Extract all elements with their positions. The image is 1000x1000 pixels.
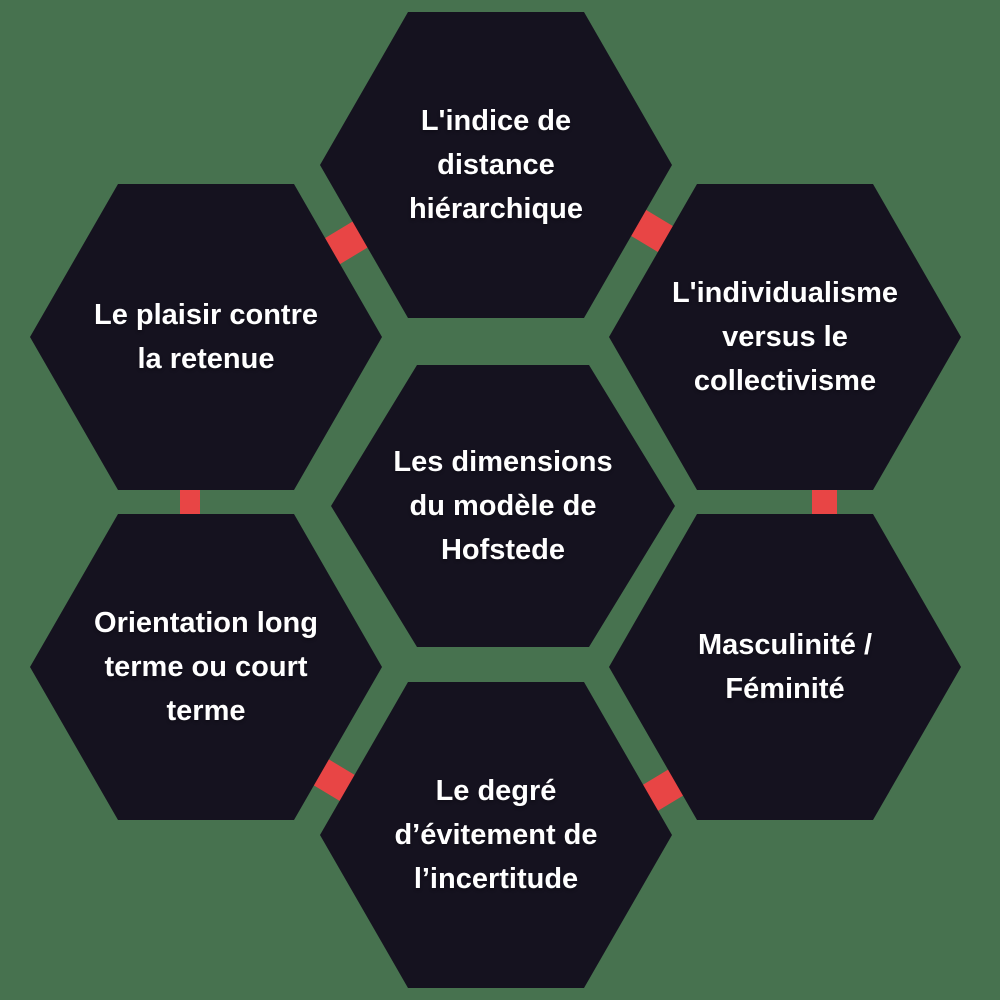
connector-top-right-to-bottom-right <box>812 485 837 519</box>
hexagon-masculinity-femininity: Masculinité /Féminité <box>609 514 961 820</box>
connector-top-left-to-bottom-left <box>180 485 200 519</box>
hexagon-label: Masculinité /Féminité <box>697 629 873 705</box>
